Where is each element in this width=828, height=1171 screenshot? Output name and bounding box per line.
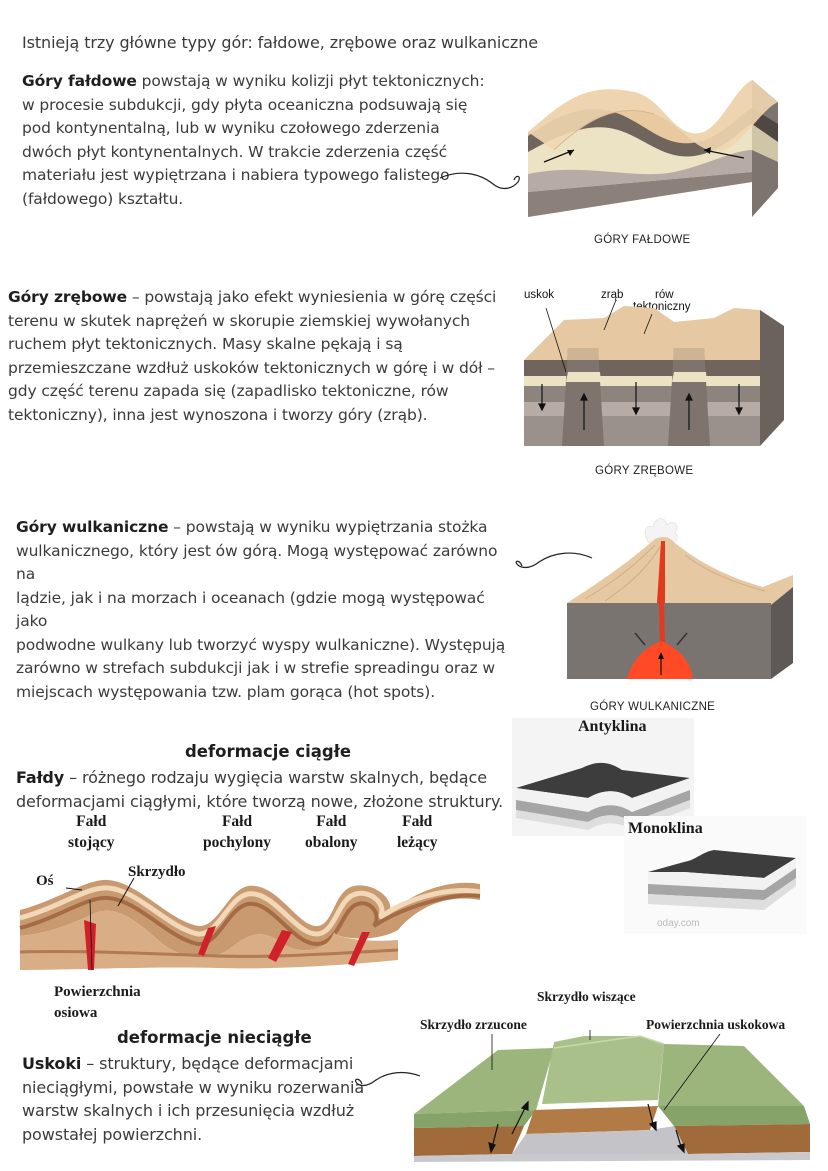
anticline-label: Antyklina xyxy=(578,718,647,735)
volcanic-caption: GÓRY WULKANICZNE xyxy=(590,701,716,713)
block-caption: GÓRY ZRĘBOWE xyxy=(595,465,694,477)
folds-line: deformacjami ciągłymi, które tworzą nowe… xyxy=(16,791,504,811)
continuous-paragraph: Fałdy – różnego rodzaju wygięcia warstw … xyxy=(16,766,516,813)
block-mountains-diagram xyxy=(524,300,784,446)
folded-mountains-diagram xyxy=(528,80,778,217)
faults-line: nieciągłymi, powstałe w wyniku rozerwani… xyxy=(22,1077,365,1097)
folded-line: materiału jest wypiętrzana i nabiera typ… xyxy=(22,166,450,184)
faults-line: warstw skalnych i ich przesunięcia wzdłu… xyxy=(22,1101,355,1120)
volcanic-line: – powstają w wyniku wypiętrzania stożka xyxy=(168,518,488,536)
fold-types-diagram xyxy=(19,877,481,971)
block-line: – powstają jako efekt wyniesienia w górę… xyxy=(127,288,497,306)
axial-surface-label: Powierzchnia osiowa xyxy=(54,984,141,1021)
limb-label: Skrzydło xyxy=(128,864,186,880)
faults-diagram xyxy=(414,1030,810,1162)
block-line: terenu w skutek naprężeń w skorupie ziem… xyxy=(8,311,471,330)
discontinuous-heading: deformacje nieciągłe xyxy=(117,1028,312,1047)
volcanic-line: zarówno w strefach subdukcji jak i w str… xyxy=(16,659,495,677)
monocline-block xyxy=(648,850,796,910)
faults-line: powstałej powierzchni. xyxy=(22,1124,203,1144)
block-paragraph: Góry zrębowe – powstają jako efekt wynie… xyxy=(8,286,498,427)
footwall-label: Skrzydło zrzucone xyxy=(420,1017,527,1032)
discontinuous-paragraph: Uskoki – struktury, będące deformacjami … xyxy=(22,1052,382,1146)
folded-caption: GÓRY FAŁDOWE xyxy=(594,234,691,246)
monocline-image: Monoklina oday.com xyxy=(624,816,806,934)
folded-line: pod kontynentalną, lub w wyniku czołoweg… xyxy=(22,119,440,137)
volcanic-line: wulkanicznego, który jest ów górą. Mogą … xyxy=(16,541,498,584)
folded-line: dwóch płyt kontynentalnych. W trakcie zd… xyxy=(22,142,448,161)
horst-label: zrąb xyxy=(601,289,624,301)
volcanic-connector-line xyxy=(515,552,593,569)
graben-label-1: rów xyxy=(655,289,674,301)
block-line: tektoniczny), inna jest wynoszona i twor… xyxy=(8,405,428,424)
folded-paragraph: Góry fałdowe powstają w wyniku kolizji p… xyxy=(22,70,492,211)
hanging-wall-label: Skrzydło wiszące xyxy=(537,989,636,1004)
faults-term: Uskoki xyxy=(22,1054,82,1073)
folded-term: Góry fałdowe xyxy=(22,72,137,90)
folded-line: (fałdowego) kształtu. xyxy=(22,189,184,208)
faults-connector-line xyxy=(355,1071,421,1087)
continuous-heading: deformacje ciągłe xyxy=(185,742,352,761)
volcanic-paragraph: Góry wulkaniczne – powstają w wyniku wyp… xyxy=(16,516,516,704)
volcanic-line: miejscach występowania tzw. plam gorąca … xyxy=(16,682,436,701)
fault-label: uskok xyxy=(524,289,555,301)
axis-label: Oś xyxy=(36,873,54,889)
block-line: gdy część terenu zapada się (zapadlisko … xyxy=(8,382,449,400)
folded-line: powstają w wyniku kolizji płyt tektonicz… xyxy=(136,72,485,90)
volcanic-term: Góry wulkaniczne xyxy=(16,518,169,536)
volcanic-mountains-diagram xyxy=(567,518,793,679)
faults-line: – struktury, będące deformacjami xyxy=(81,1054,354,1073)
watermark-text: oday.com xyxy=(657,918,700,929)
intro-text: Istnieją trzy główne typy gór: fałdowe, … xyxy=(22,33,539,52)
folded-connector-line xyxy=(439,172,520,190)
volcanic-line: lądzie, jak i na morzach i oceanach (gdz… xyxy=(16,588,485,631)
monocline-label: Monoklina xyxy=(628,820,703,837)
folded-line: w procesie subdukcji, gdy płyta oceanicz… xyxy=(22,95,468,114)
folds-line: – różnego rodzaju wygięcia warstw skalny… xyxy=(64,768,487,787)
block-line: ruchem płyt tektonicznych. Masy skalne p… xyxy=(8,335,403,353)
fault-plane-label: Powierzchnia uskokowa xyxy=(646,1017,786,1032)
volcanic-line: podwodne wulkany lub tworzyć wyspy wulka… xyxy=(16,635,506,654)
block-line: przemieszczane wzdłuż uskoków tektoniczn… xyxy=(8,358,495,377)
block-term: Góry zrębowe xyxy=(8,288,128,306)
folds-term: Fałdy xyxy=(16,768,65,787)
